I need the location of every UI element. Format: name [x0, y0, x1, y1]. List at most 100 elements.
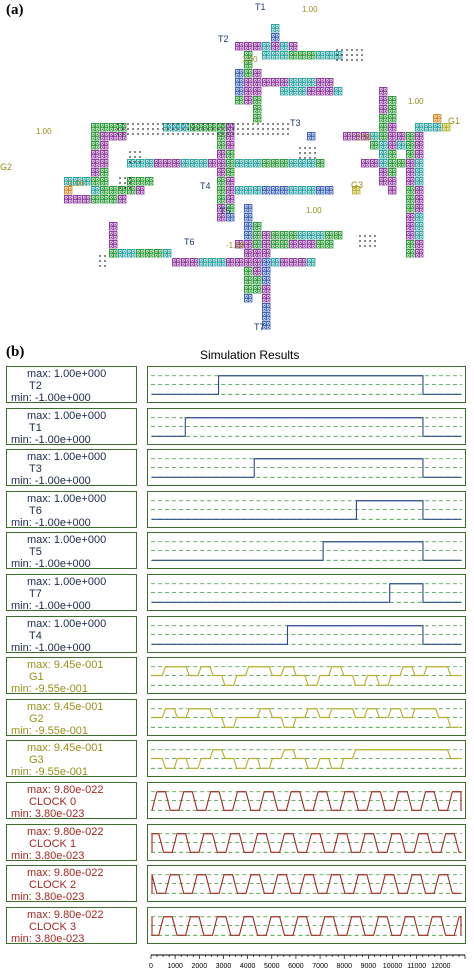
signal-min: min: -1.00e+000: [11, 558, 91, 571]
qca-cell: [415, 195, 424, 204]
input-value: 1.00: [302, 5, 318, 14]
signal-name: CLOCK 3: [29, 920, 77, 933]
qca-cell: [298, 186, 307, 195]
qca-cell: [271, 24, 280, 33]
qca-cell: [244, 69, 253, 78]
x-tick-label: 6000: [288, 963, 304, 970]
qca-cell: [100, 141, 109, 150]
label-g1: G1: [448, 116, 460, 126]
qca-cell: [298, 51, 307, 60]
qca-cell: [352, 186, 361, 195]
qca-cell: [280, 78, 289, 87]
qca-cell: [262, 258, 271, 267]
qca-circuit-layout: T1T2T3T4T5T6T7G1G2G31.001.001.001.001.00…: [0, 2, 460, 332]
qca-cell: [271, 258, 280, 267]
qca-cell: [217, 150, 226, 159]
qca-cell: [253, 267, 262, 276]
qca-cell: [262, 267, 271, 276]
qca-cell: [91, 141, 100, 150]
qca-cell: [343, 132, 352, 141]
qca-cell: [406, 177, 415, 186]
qca-cell: [172, 159, 181, 168]
qca-cell: [253, 285, 262, 294]
qca-cell: [226, 195, 235, 204]
qca-cell: [262, 303, 271, 312]
waveform-trace: [152, 375, 461, 395]
panel-b-label: (b): [6, 344, 25, 360]
qca-cell: [262, 231, 271, 240]
qca-cell: [217, 132, 226, 141]
signal-name: G1: [29, 671, 44, 684]
qca-cell: [145, 177, 154, 186]
qca-cell: [226, 150, 235, 159]
qca-cell: [298, 231, 307, 240]
qca-cell: [64, 177, 73, 186]
signal-min: min: -1.00e+000: [11, 641, 91, 654]
qca-cell: [307, 186, 316, 195]
qca-cell: [226, 258, 235, 267]
qca-cell: [415, 141, 424, 150]
label-t1: T1: [255, 2, 266, 12]
qca-cell: [361, 132, 370, 141]
qca-cell: [244, 222, 253, 231]
label-t7: T7: [254, 322, 265, 332]
signal-min: min: -1.00e+000: [11, 433, 91, 446]
qca-cell: [262, 186, 271, 195]
x-tick-label: 7000: [312, 963, 328, 970]
signal-name: G3: [29, 754, 44, 767]
qca-cell: [325, 186, 334, 195]
qca-cell: [307, 231, 316, 240]
qca-cell: [307, 78, 316, 87]
qca-cell: [370, 141, 379, 150]
qca-cell: [244, 51, 253, 60]
qca-cell: [253, 96, 262, 105]
qca-cell: [280, 42, 289, 51]
qca-cell: [127, 159, 136, 168]
qca-cell: [244, 258, 253, 267]
qca-cell: [217, 141, 226, 150]
qca-cell: [235, 258, 244, 267]
qca-cell: [415, 213, 424, 222]
qca-cell: [334, 231, 343, 240]
qca-cell: [442, 123, 451, 132]
qca-cell: [253, 159, 262, 168]
qca-cell: [253, 258, 262, 267]
waveform-box: [147, 366, 466, 403]
qca-cell: [298, 240, 307, 249]
qca-cell: [118, 195, 127, 204]
qca-cell: [190, 159, 199, 168]
qca-cell: [271, 231, 280, 240]
qca-cell: [244, 42, 253, 51]
qca-cell: [226, 141, 235, 150]
qca-cell: [226, 123, 235, 132]
qca-cell: [217, 213, 226, 222]
qca-cell: [217, 159, 226, 168]
label-g2: G2: [0, 162, 12, 172]
qca-cell: [415, 249, 424, 258]
qca-cell: [91, 186, 100, 195]
qca-cell: [316, 78, 325, 87]
qca-cell: [307, 87, 316, 96]
signal-name: T2: [29, 380, 42, 392]
qca-cell: [289, 258, 298, 267]
x-tick-label: 9000: [361, 963, 377, 970]
waveform-trace: [152, 458, 461, 479]
qca-cell: [379, 159, 388, 168]
qca-cell: [217, 204, 226, 213]
qca-cell: [289, 159, 298, 168]
qca-cell: [262, 51, 271, 60]
qca-cell: [271, 33, 280, 42]
qca-cell: [262, 276, 271, 285]
qca-cell: [127, 249, 136, 258]
qca-cell: [208, 258, 217, 267]
qca-cell: [100, 159, 109, 168]
qca-cell: [415, 240, 424, 249]
qca-cell: [64, 195, 73, 204]
qca-cell: [244, 285, 253, 294]
qca-cell: [298, 159, 307, 168]
